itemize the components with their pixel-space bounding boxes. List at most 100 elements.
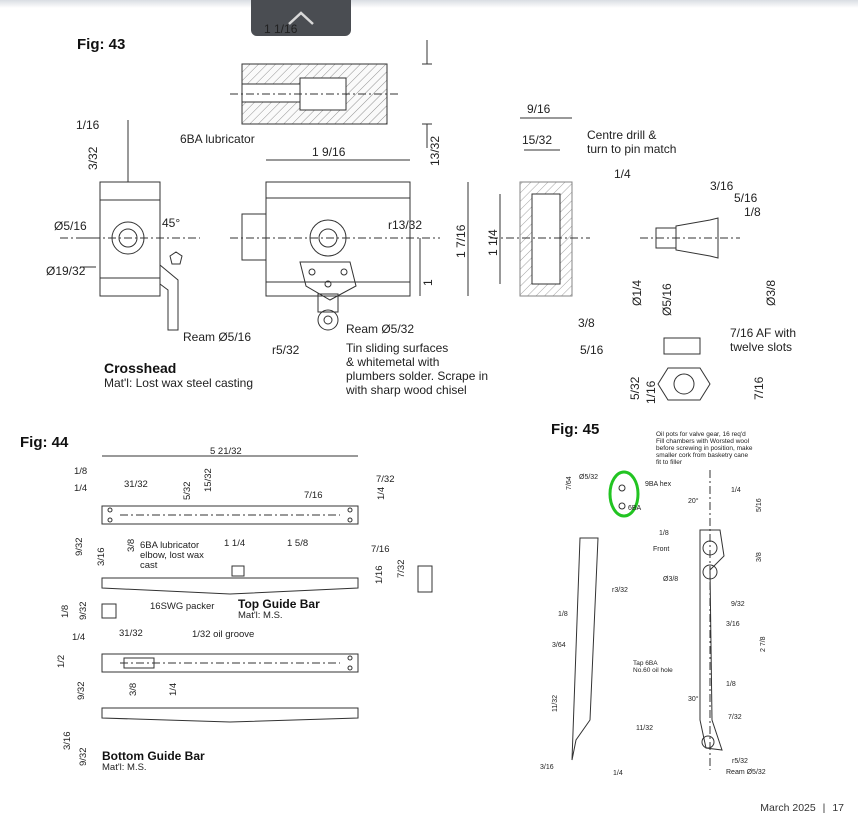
dim-1-1-4: 1 1/4 [486,229,500,256]
dim-44-9-32b: 9/32 [78,601,89,621]
top-guide-bar-title: Top Guide Bar [238,597,320,611]
scroll-up-button[interactable] [251,0,351,36]
dim-44-1-1-4: 1 1/4 [224,538,246,549]
dim-44-1-2: 1/2 [56,654,67,668]
bottom-guide-bar-drawing [101,653,359,723]
page-number: 17 [832,802,844,814]
dim-pin-1-8: 1/8 [744,205,761,219]
dim-45-1-4b: 1/4 [613,770,623,777]
hex-label: 9BA hex [645,481,672,488]
crosshead-side-view [60,120,200,331]
dim-13-32: 13/32 [428,135,442,166]
ream-45-label: Ream Ø5/32 [726,769,766,776]
dim-pin-1-4: 1/4 [614,167,631,181]
dim-r13-32: r13/32 [388,218,423,232]
dim-44-1-4c: 1/4 [72,632,86,643]
bottom-guide-bar-material: Mat'l: M.S. [102,762,147,773]
dim-45-dia-5-32: Ø5/32 [579,474,599,481]
crosshead-top-section [230,40,432,148]
crosshead-front-view [230,159,440,331]
dim-44-3-16b: 3/16 [62,731,73,751]
dim-45-2-7-8: 2 7/8 [760,636,767,652]
dim-44-9-32c: 9/32 [76,681,87,701]
dim-5-32: 5/32 [628,376,642,400]
dim-pin-3-16: 3/16 [710,179,734,193]
dim-45-5-16: 5/16 [756,498,763,512]
dim-45-1-8c: 1/8 [726,681,736,688]
ream-516-label: Ream Ø5/16 [183,330,252,344]
top-guide-bar-material: Mat'l: M.S. [238,610,283,621]
chevron-up-icon [288,11,314,25]
dim-nut-7-16: 7/16 [752,376,766,400]
dim-44-1-4d: 1/4 [168,682,179,696]
dim-44-7-32: 7/32 [376,474,395,485]
dim-1-9-16: 1 9/16 [312,145,346,159]
dim-44-1-16: 1/16 [374,565,385,585]
crosshead-material: Mat'l: Lost wax steel casting [104,376,254,390]
dim-1-7-16: 1 7/16 [454,224,468,258]
crosshead-title: Crosshead [104,360,177,376]
dim-45: 45° [162,216,181,230]
dim-45-7-32: 7/32 [728,714,742,721]
dim-44-7-16b: 7/16 [371,544,390,555]
dim-45-20: 20° [688,498,699,505]
dim-45-3-16b: 3/16 [540,764,554,771]
crosshead-pin [640,217,740,401]
ba6-label: 6BA [628,505,642,512]
dim-45-r3-32: r3/32 [612,587,628,594]
valve-gear-parts [571,470,725,770]
dim-nut-1-16: 1/16 [644,380,658,404]
dim-44-7-32b: 7/32 [396,559,407,579]
footer-date: March 2025 [760,802,816,814]
dim-45-9-32: 9/32 [731,601,745,608]
dim-45-11-32: 11/32 [552,695,559,712]
dim-9-16: 9/16 [527,102,551,116]
dim-3-32: 3/32 [86,146,100,170]
dim-15-32: 15/32 [522,133,553,147]
dim-dia-3-8: Ø3/8 [764,279,778,306]
dim-45-1-4: 1/4 [731,487,741,494]
dim-5-16: 5/16 [580,343,604,357]
dim-44-3-8: 3/8 [126,538,137,552]
dim-44-5-32: 5/32 [182,481,193,501]
footer-separator: | [822,802,826,814]
fig43-label: Fig: 43 [77,36,126,53]
dim-45-30: 30° [688,696,699,703]
dim-45-3-16: 3/16 [726,621,740,628]
ream-532-label: Ream Ø5/32 [346,322,415,336]
crosshead-guide-section [467,117,590,297]
dim-45-dia-3-8: Ø3/8 [663,576,679,583]
dim-dia-1-4: Ø1/4 [630,279,644,306]
dim-44-31-32b: 31/32 [119,628,143,639]
r532-label: r5/32 [272,343,300,357]
dim-44-31-32: 31/32 [124,479,148,490]
dim-45-3-64: 3/64 [552,642,566,649]
dim-3-8: 3/8 [578,316,595,330]
dim-44-15-32: 15/32 [203,468,214,492]
dim-45-11-32b: 11/32 [636,725,653,732]
dim-44-1-8b: 1/8 [60,604,71,618]
dim-45-1-8b: 1/8 [558,611,568,618]
dim-pin-dia-5-16: Ø5/16 [660,283,674,316]
oil-groove-label: 1/32 oil groove [192,629,255,640]
dim-44-9-32d: 9/32 [78,747,89,767]
dim-1: 1 [421,279,435,286]
dim-44-1-4: 1/4 [74,483,88,494]
dim-44-3-8b: 3/8 [128,682,139,696]
page-footer: March 2025 | 17 [760,802,844,814]
dim-45-1-8: 1/8 [659,530,669,537]
top-guide-bar-drawing [101,455,433,619]
dim-1-1-16: 1 1/16 [264,22,298,36]
centre-note: Centre drill &turn to pin match [587,128,677,156]
dim-dia-19-32: Ø19/32 [46,264,86,278]
fig44-label: Fig: 44 [20,434,69,451]
dim-44-3-16: 3/16 [96,547,107,567]
dim-45-r5-32: r5/32 [732,758,748,765]
lubricator-label: 6BA lubricator [180,132,255,146]
dim-44-1-4b: 1/4 [376,486,387,500]
